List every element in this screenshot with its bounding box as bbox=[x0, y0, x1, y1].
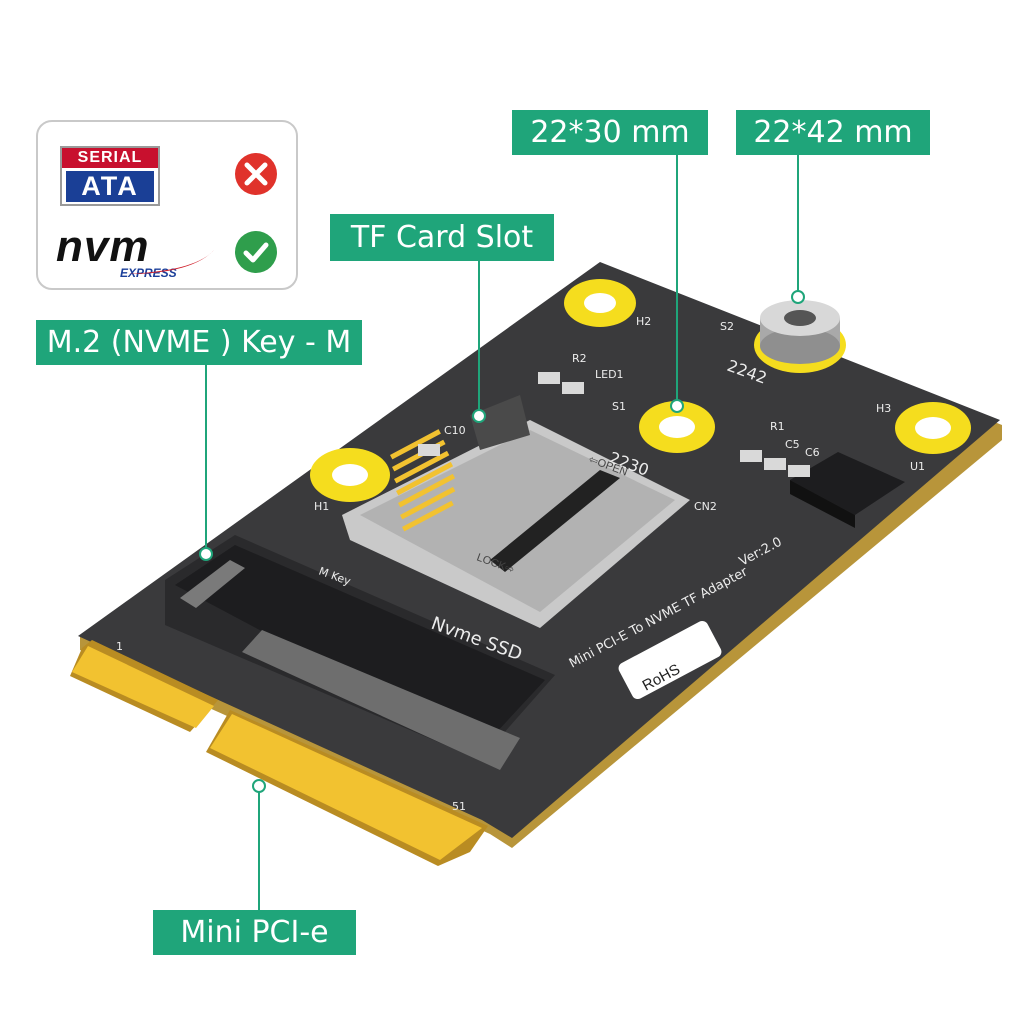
check-circle-icon bbox=[235, 231, 277, 273]
label-h3: H3 bbox=[876, 402, 891, 415]
callout-mini-pcie: Mini PCI-e bbox=[153, 910, 356, 955]
standoff-2242 bbox=[754, 300, 846, 373]
silkscreen-labels: H1 H2 H3 S1 S2 U1 R1 R2 C5 C6 C10 LED1 C… bbox=[116, 315, 925, 813]
gold-fingers-left bbox=[72, 646, 214, 728]
label-cn2: CN2 bbox=[694, 500, 717, 513]
gold-fingers-right bbox=[210, 714, 482, 860]
nvm-express-logo: nvm EXPRESS bbox=[56, 222, 216, 282]
mount-pad-h2 bbox=[564, 279, 636, 327]
callout-leaders bbox=[199, 155, 805, 910]
cross-circle-icon bbox=[235, 153, 277, 195]
label-h1: H1 bbox=[314, 500, 329, 513]
nvm-logo-word: nvm bbox=[56, 222, 150, 271]
mount-pad-h1 bbox=[310, 448, 390, 502]
callout-2242-text: 22*42 mm bbox=[753, 114, 913, 150]
callout-2242-size: 22*42 mm bbox=[736, 110, 930, 155]
mount-pad-s1 bbox=[639, 401, 715, 453]
sata-logo: SERIAL ATA bbox=[60, 146, 160, 206]
label-c10: C10 bbox=[444, 424, 466, 437]
sata-logo-top: SERIAL bbox=[62, 148, 158, 168]
callout-m2-text: M.2 (NVME ) Key - M bbox=[46, 324, 352, 360]
callout-mini-text: Mini PCI-e bbox=[180, 914, 329, 950]
label-pin-1: 1 bbox=[116, 640, 123, 653]
ic-u1 bbox=[790, 452, 905, 528]
label-h2: H2 bbox=[636, 315, 651, 328]
m2-connector bbox=[165, 535, 555, 770]
label-pin-51: 51 bbox=[452, 800, 466, 813]
label-r2: R2 bbox=[572, 352, 587, 365]
label-r1: R1 bbox=[770, 420, 785, 433]
rohs-mark bbox=[618, 620, 722, 700]
tf-card-slot bbox=[342, 395, 690, 628]
callout-2230-size: 22*30 mm bbox=[512, 110, 708, 155]
callout-tf-text: TF Card Slot bbox=[350, 219, 534, 255]
callout-tf-card-slot: TF Card Slot bbox=[330, 214, 554, 261]
mount-pad-h3 bbox=[895, 402, 971, 454]
nvm-swoosh-icon bbox=[128, 250, 214, 274]
callout-m2-key: M.2 (NVME ) Key - M bbox=[36, 320, 362, 365]
small-components bbox=[418, 372, 810, 477]
label-c5: C5 bbox=[785, 438, 800, 451]
compatibility-panel: SERIAL ATA nvm EXPRESS bbox=[36, 120, 298, 290]
label-s2: S2 bbox=[720, 320, 734, 333]
label-s1: S1 bbox=[612, 400, 626, 413]
label-u1: U1 bbox=[910, 460, 925, 473]
callout-2230-text: 22*30 mm bbox=[530, 114, 690, 150]
label-led1: LED1 bbox=[595, 368, 624, 381]
sata-logo-bottom: ATA bbox=[66, 171, 154, 202]
label-c6: C6 bbox=[805, 446, 820, 459]
